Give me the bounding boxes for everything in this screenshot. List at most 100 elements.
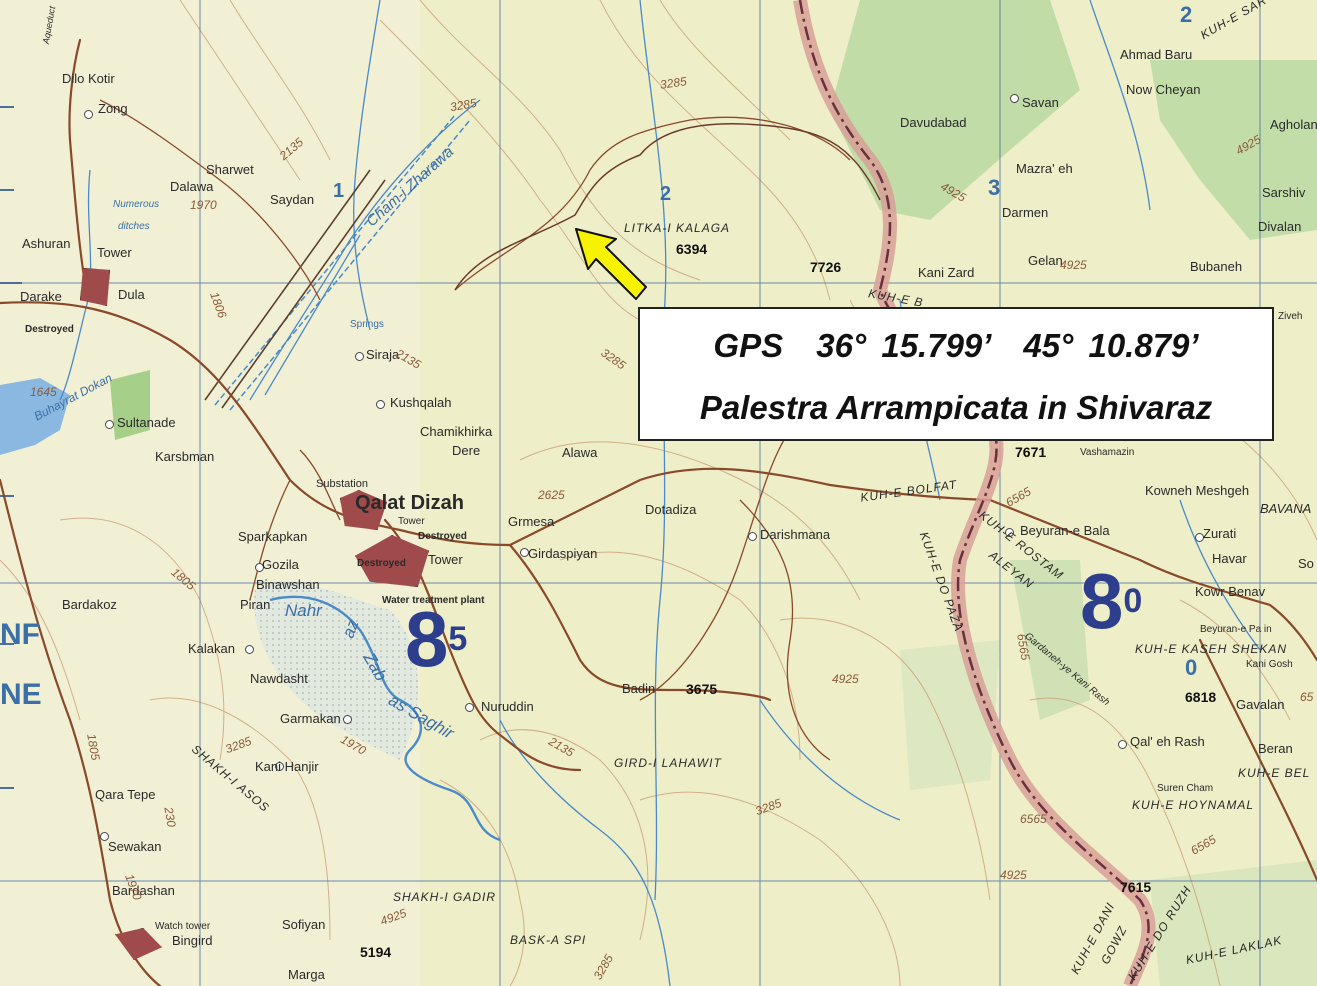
label-tower-1: Tower — [97, 245, 132, 260]
ridge-gird-lahawit: GIRD-I LAHAWIT — [614, 756, 722, 770]
label-destroyed-1: Destroyed — [25, 324, 74, 335]
label-garmakan: Garmakan — [280, 711, 341, 726]
yellow-arrow-icon[interactable] — [566, 225, 656, 305]
label-water-treatment: Water treatment plant — [382, 595, 485, 606]
label-numerous: Numerous — [113, 199, 160, 210]
label-marga: Marga — [288, 967, 325, 982]
grid-zone-85-main: 8 — [405, 595, 449, 683]
ridge-kuhe-hoynamal: KUH-E HOYNAMAL — [1132, 798, 1255, 812]
label-saydan: Saydan — [270, 192, 315, 207]
label-tower-3: Tower — [428, 552, 463, 567]
place-dot — [245, 645, 254, 654]
contour-label: 6565 — [1020, 812, 1047, 826]
grid-col-2-top: 2 — [1180, 2, 1193, 27]
label-dere: Dere — [452, 443, 481, 458]
ridge-litka: LITKA-I KALAGA — [624, 221, 731, 235]
grid-col-2: 2 — [660, 183, 672, 205]
place-dot — [255, 563, 264, 572]
place-dot — [1195, 533, 1204, 542]
ridge-bask-spi: BASK-A SPI — [510, 933, 587, 947]
elevation-5194: 5194 — [360, 944, 392, 960]
elevation-6818: 6818 — [1185, 689, 1217, 705]
label-kowr-benav: Kowr Benav — [1195, 584, 1266, 599]
info-box: GPS 36° 15.799’ 45° 10.879’ Palestra Arr… — [638, 307, 1274, 441]
label-alawa: Alawa — [562, 445, 598, 460]
grid-label-ne: NE — [0, 678, 42, 711]
label-beyuraneh-bala: Beyuran-e Bala — [1020, 523, 1110, 538]
gps-latitude: 36° 15.799’ — [816, 327, 991, 364]
label-bardashan: Bardashan — [112, 883, 175, 898]
label-savan: Savan — [1022, 95, 1059, 110]
label-bingird: Bingird — [172, 933, 213, 948]
label-chamikhirka: Chamikhirka — [420, 424, 493, 439]
label-nawdasht: Nawdasht — [250, 671, 308, 686]
ridge-kuhe-bel: KUH-E BEL — [1238, 766, 1311, 780]
label-springs: Springs — [350, 319, 384, 330]
label-nuruddin: Nuruddin — [481, 699, 534, 714]
gps-longitude: 45° 10.879’ — [1023, 327, 1199, 364]
place-dot — [1118, 740, 1127, 749]
label-sarshiv: Sarshiv — [1262, 185, 1306, 200]
elevation-3675: 3675 — [686, 681, 718, 697]
forest-area — [1150, 860, 1317, 986]
label-bavana: BAVANA — [1260, 501, 1312, 516]
label-karsbman: Karsbman — [155, 449, 215, 464]
label-gavalan: Gavalan — [1236, 697, 1285, 712]
place-name: Palestra Arrampicata in Shivaraz — [699, 389, 1213, 426]
label-gelan: Gelan — [1028, 253, 1063, 268]
elevation-7726: 7726 — [810, 259, 842, 275]
label-beran: Beran — [1258, 741, 1293, 756]
label-ditches: ditches — [118, 221, 150, 232]
forest-area — [1150, 60, 1317, 240]
gps-line: GPS 36° 15.799’ 45° 10.879’ — [640, 327, 1272, 365]
grid-zone-80-main: 8 — [1080, 557, 1124, 645]
place-dot — [376, 400, 385, 409]
label-badin: Badin — [622, 681, 656, 696]
ridge-shakh-gadir: SHAKH-I GADIR — [393, 890, 497, 904]
grid-label-nf: NF — [0, 618, 40, 651]
label-sofiyan: Sofiyan — [282, 917, 326, 932]
place-dot — [105, 420, 114, 429]
label-now-cheyan: Now Cheyan — [1126, 82, 1201, 97]
label-kani-zard: Kani Zard — [918, 265, 975, 280]
label-qaleh-rash: Qal' eh Rash — [1130, 734, 1205, 749]
label-grmesa: Grmesa — [508, 514, 555, 529]
label-bubaneh: Bubaneh — [1190, 259, 1243, 274]
label-kani-hanjir: Kani Hanjir — [255, 759, 319, 774]
place-dot — [520, 548, 529, 557]
label-dula: Dula — [118, 287, 145, 302]
place-dot — [84, 110, 93, 119]
label-sewakan: Sewakan — [108, 839, 162, 854]
contour-label: 4925 — [832, 672, 859, 686]
label-sparkapkan: Sparkapkan — [238, 529, 308, 544]
place-dot — [355, 352, 364, 361]
label-divalan: Divalan — [1258, 219, 1302, 234]
label-darishmana: Darishmana — [760, 527, 831, 542]
label-destroyed-3: Destroyed — [357, 558, 406, 569]
contour-label: 1970 — [190, 198, 217, 212]
ridge-kuhe-kaseh-shekan: KUH-E KASEH SHEKAN — [1135, 642, 1288, 656]
place-dot — [748, 532, 757, 541]
label-ziveh: Ziveh — [1278, 311, 1303, 322]
label-kowneh-meshgeh: Kowneh Meshgeh — [1145, 483, 1250, 498]
label-watch-tower: Watch tower — [155, 921, 211, 932]
elevation-7615: 7615 — [1120, 879, 1152, 895]
label-girdaspiyan: Girdaspiyan — [528, 546, 598, 561]
elevation-6394: 6394 — [676, 241, 708, 257]
forest-area — [830, 0, 1080, 220]
label-bardakoz: Bardakoz — [62, 597, 117, 612]
label-darmen: Darmen — [1002, 205, 1049, 220]
label-dilo-kotir: Dilo Kotir — [62, 71, 115, 86]
town-darake — [80, 268, 110, 306]
lake — [0, 378, 70, 455]
label-vashamazin: Vashamazin — [1080, 447, 1135, 458]
label-kushqalah: Kushqalah — [390, 395, 452, 410]
grid-col-0: 0 — [1185, 655, 1198, 680]
label-binawshan: Binawshan — [256, 577, 320, 592]
place-dot — [275, 762, 284, 771]
gps-label: GPS — [713, 327, 784, 364]
grid-zone-85: 85 — [405, 600, 467, 678]
label-kani-gosh: Kani Gosh — [1246, 659, 1293, 670]
